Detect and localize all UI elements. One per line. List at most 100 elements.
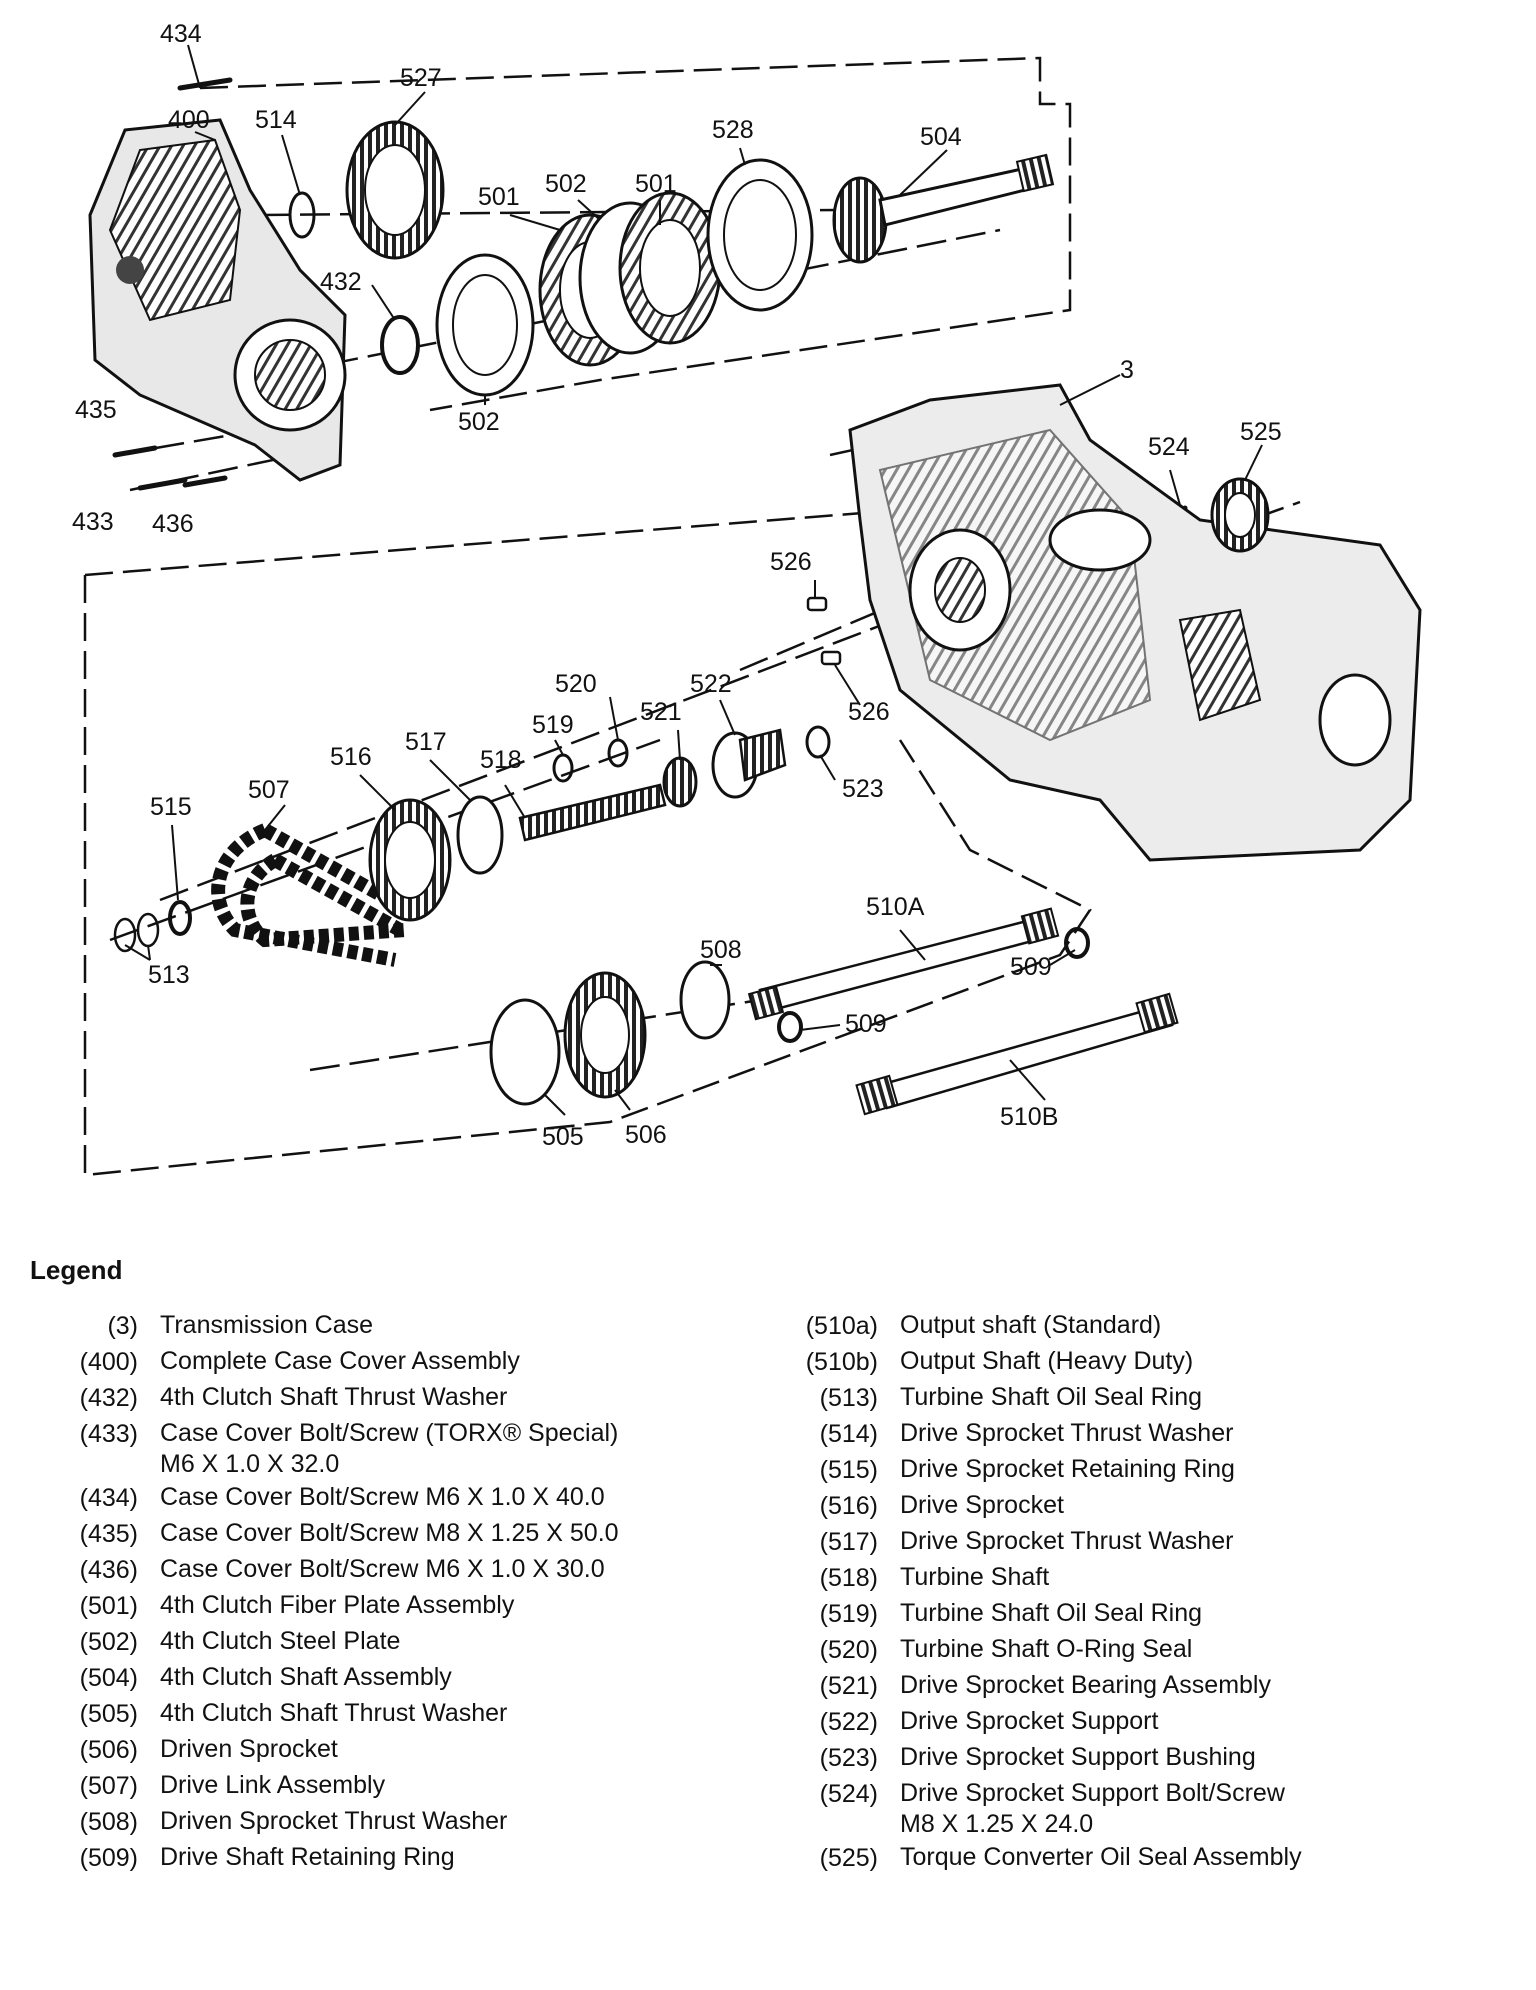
legend-item: (505)4th Clutch Shaft Thrust Washer [40, 1696, 720, 1732]
ring-513a [113, 917, 137, 953]
washer-432 [380, 315, 420, 375]
legend-description: Case Cover Bolt/Screw M6 X 1.0 X 40.0 [160, 1483, 605, 1511]
washer-517 [456, 795, 504, 875]
legend-description: 4th Clutch Shaft Thrust Washer [160, 1383, 508, 1411]
legend-description: 4th Clutch Shaft Assembly [160, 1663, 452, 1691]
callout-435: 435 [75, 396, 117, 424]
legend-item: (504) 4th Clutch Shaft Assembly [40, 1660, 720, 1696]
legend-code: (506) [79, 1736, 138, 1764]
legend-code: (523) [819, 1744, 878, 1772]
callout-510b: 510B [1000, 1103, 1058, 1131]
callout-434: 434 [160, 20, 202, 48]
gear-527 [345, 120, 445, 260]
upper-dashed-frame [83, 56, 1092, 1177]
callout-523: 523 [842, 775, 884, 803]
legend-description: Case Cover Bolt/Screw M6 X 1.0 X 30.0 [160, 1555, 605, 1583]
legend-item: (433)Case Cover Bolt/Screw (TORX® Specia… [40, 1416, 720, 1480]
callout-504: 504 [920, 123, 962, 151]
callout-507: 507 [248, 776, 290, 804]
callout-labels: 434 527 400 514 528 504 501 502 501 432 … [72, 20, 1282, 1151]
legend-title: Legend [30, 1255, 123, 1285]
washer-508 [679, 960, 731, 1040]
legend-code: (508) [79, 1808, 138, 1836]
legend-description: Drive Sprocket Bearing Assembly [900, 1671, 1271, 1699]
driven-sprocket-506 [563, 971, 647, 1099]
legend-description: Output shaft (Standard) [900, 1311, 1162, 1339]
legend-code: (435) [79, 1520, 138, 1548]
legend-item: (434)Case Cover Bolt/Screw M6 X 1.0 X 40… [40, 1480, 720, 1516]
legend-item: (506)Driven Sprocket [40, 1732, 720, 1768]
legend-item: (523) Drive Sprocket Support Bushing [780, 1740, 1500, 1776]
callout-432: 432 [320, 268, 362, 296]
legend-code: (501) [79, 1592, 138, 1620]
washer-514 [288, 191, 316, 239]
legend-description: 4th Clutch Fiber Plate Assembly [160, 1591, 515, 1619]
legend-code: (432) [79, 1384, 138, 1412]
legend-code: (522) [819, 1708, 878, 1736]
legend-description: Drive Shaft Retaining Ring [160, 1843, 455, 1871]
callout-526b: 526 [848, 698, 890, 726]
legend-item: (510a) Output shaft (Standard) [780, 1308, 1500, 1344]
legend-code: (436) [79, 1556, 138, 1584]
legend-item: (519)Turbine Shaft Oil Seal Ring [780, 1596, 1500, 1632]
legend-item: (400) Complete Case Cover Assembly [40, 1344, 720, 1380]
transmission-case [848, 383, 1422, 862]
legend-code: (504) [79, 1664, 138, 1692]
clutch-plates [435, 158, 814, 397]
callout-516: 516 [330, 743, 372, 771]
legend-item: (521)Drive Sprocket Bearing Assembly [780, 1668, 1500, 1704]
legend-description: Drive Sprocket [900, 1491, 1064, 1519]
legend-description: Drive Sprocket Thrust Washer [900, 1527, 1234, 1555]
legend-code: (510a) [805, 1312, 878, 1340]
dowel-pins-526 [806, 596, 842, 666]
leader-lines [124, 44, 1263, 1116]
callout-509b: 509 [845, 1010, 887, 1038]
legend-item: (513) Turbine Shaft Oil Seal Ring [780, 1380, 1500, 1416]
legend-code: (516) [819, 1492, 878, 1520]
callout-508: 508 [700, 936, 742, 964]
callout-525: 525 [1240, 418, 1282, 446]
legend-code: (520) [819, 1636, 878, 1664]
legend-item: (3)Transmission Case [40, 1308, 720, 1344]
callout-505: 505 [542, 1123, 584, 1151]
bushing-523 [805, 725, 831, 759]
legend-item: (524)Drive Sprocket Support Bolt/Screw M… [780, 1776, 1500, 1840]
callout-526a: 526 [770, 548, 812, 576]
washer-505 [489, 998, 561, 1106]
legend-description: Turbine Shaft Oil Seal Ring [900, 1383, 1203, 1411]
callout-524: 524 [1148, 433, 1190, 461]
legend-code: (524) [819, 1780, 878, 1808]
callout-501b: 501 [635, 170, 677, 198]
legend-code: (519) [819, 1600, 878, 1628]
callout-3: 3 [1120, 356, 1134, 384]
callout-521: 521 [640, 698, 682, 726]
callout-513: 513 [148, 961, 190, 989]
legend-column-right: (510a)Output shaft (Standard)(510b)Outpu… [780, 1308, 1500, 1876]
legend-item: (515)Drive Sprocket Retaining Ring [780, 1452, 1500, 1488]
legend-item: (507)Drive Link Assembly [40, 1768, 720, 1804]
legend-description: Drive Sprocket Support Bushing [900, 1743, 1256, 1771]
legend-item: (502)4th Clutch Steel Plate [40, 1624, 720, 1660]
callout-433: 433 [72, 508, 114, 536]
callout-400: 400 [168, 106, 210, 134]
output-shaft-510b [855, 992, 1179, 1116]
legend-code: (433) [79, 1420, 138, 1448]
legend-item: (436) Case Cover Bolt/Screw M6 X 1.0 X 30… [40, 1552, 720, 1588]
legend-item: (520)Turbine Shaft O-Ring Seal [780, 1632, 1500, 1668]
legend-description: Drive Sprocket Support [900, 1707, 1159, 1735]
legend-description: 4th Clutch Shaft Thrust Washer [160, 1699, 508, 1727]
legend-description: Complete Case Cover Assembly [160, 1347, 520, 1375]
callout-501a: 501 [478, 183, 520, 211]
legend-code: (400) [79, 1348, 138, 1376]
callout-528: 528 [712, 116, 754, 144]
legend-description: Transmission Case [160, 1311, 374, 1339]
legend-item: (522) Drive Sprocket Support [780, 1704, 1500, 1740]
legend-item: (518)Turbine Shaft [780, 1560, 1500, 1596]
callout-502b: 502 [458, 408, 500, 436]
legend-code: (513) [819, 1384, 878, 1412]
legend-description: Case Cover Bolt/Screw M8 X 1.25 X 50.0 [160, 1519, 619, 1547]
legend-code: (502) [79, 1628, 138, 1656]
legend-item: (514)Drive Sprocket Thrust Washer [780, 1416, 1500, 1452]
legend-code: (514) [819, 1420, 878, 1448]
legend-code: (515) [819, 1456, 878, 1484]
